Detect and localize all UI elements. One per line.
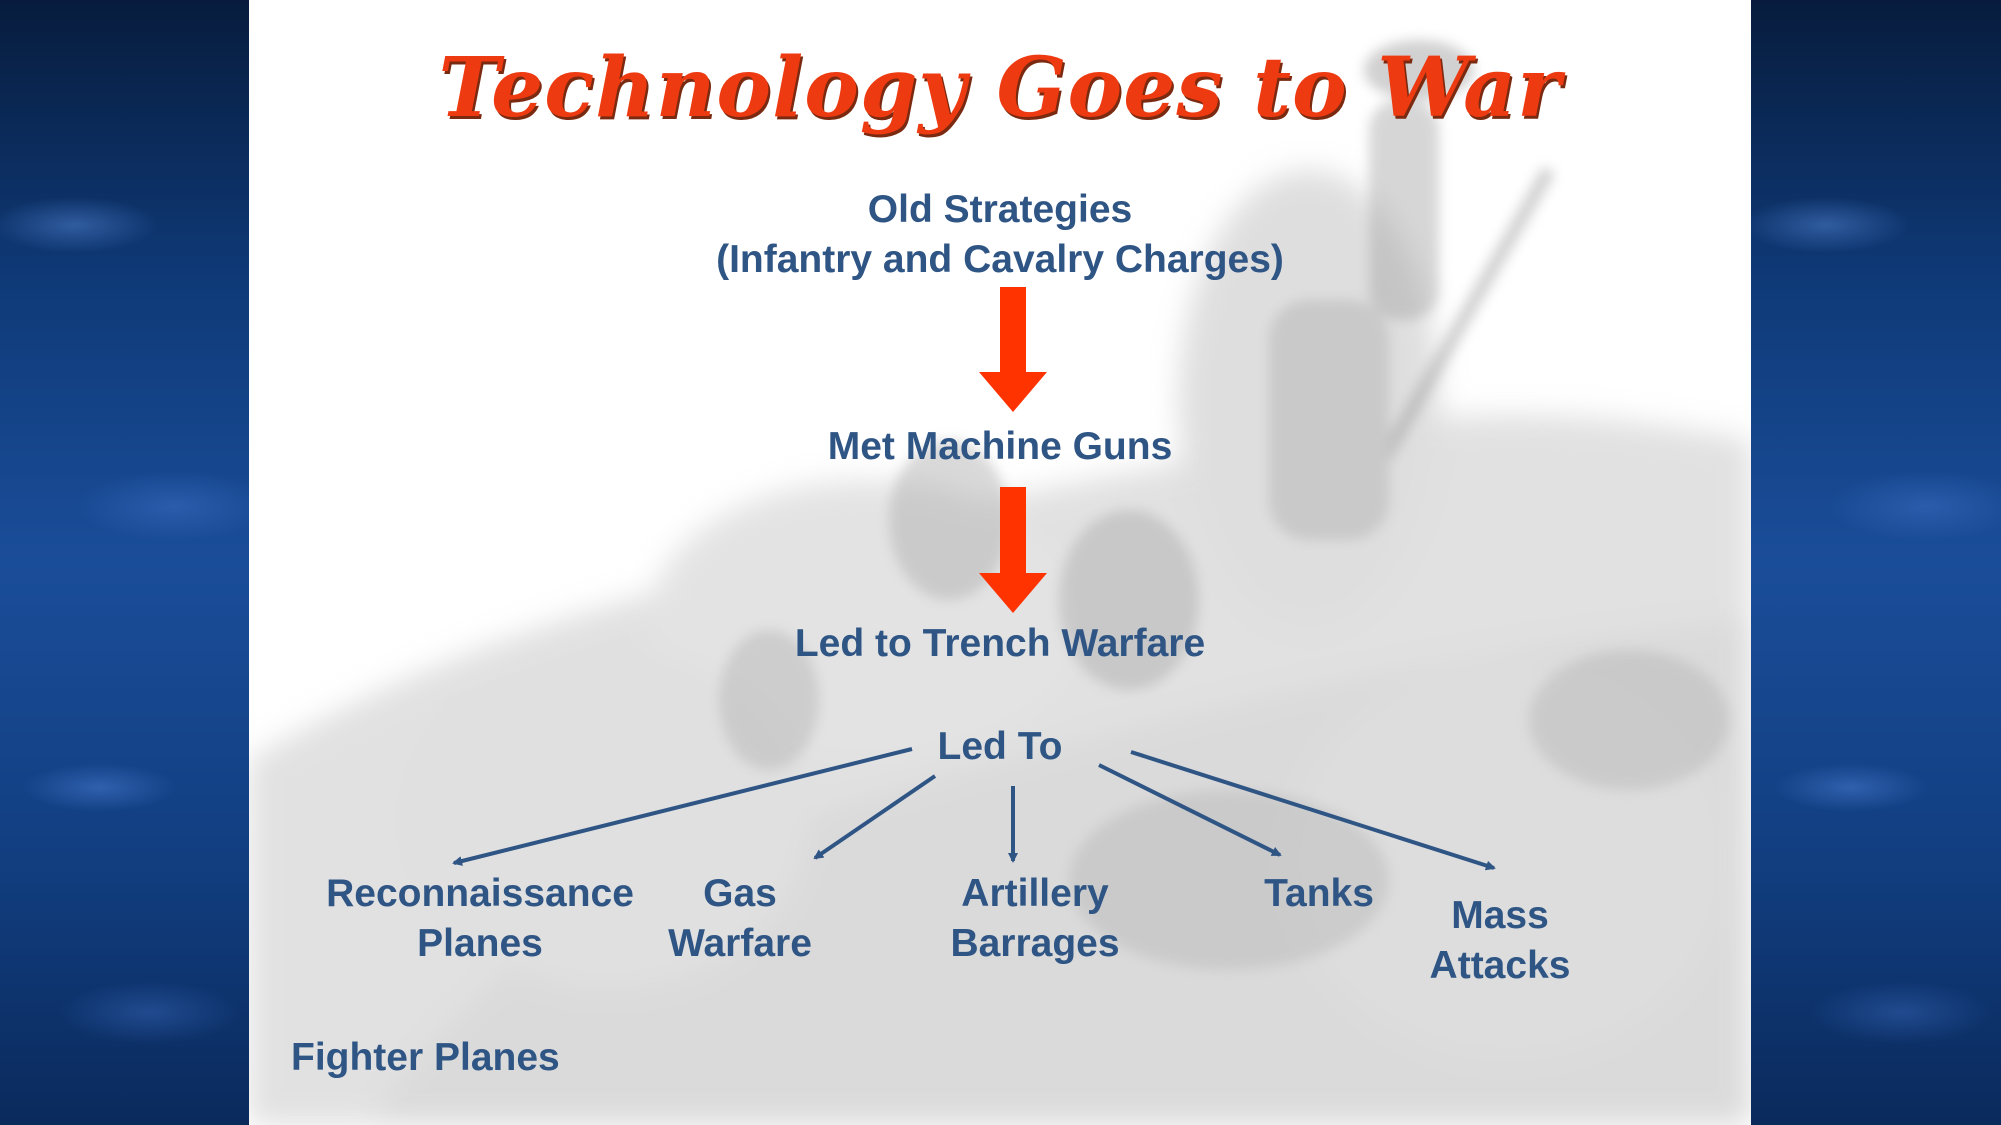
node-tanks: Tanks	[1264, 872, 1374, 915]
node-machine-guns: Met Machine Guns	[827, 425, 1173, 468]
arrow-to-gas-warfare	[813, 774, 937, 860]
arrow-to-tanks	[1098, 763, 1282, 857]
left-background-panel	[0, 0, 249, 1125]
faded-soldier-photo	[249, 40, 1751, 1125]
slide: Technology Goes to War Old Strategies (I…	[249, 0, 1751, 1125]
node-artillery-barrages: Artillery Barrages	[885, 869, 1185, 969]
node-mass-attacks-line1: Mass	[1451, 894, 1549, 937]
arrow-to-mass-attacks	[1130, 750, 1496, 871]
node-artillery-barrages-line2: Barrages	[950, 922, 1120, 965]
node-reconnaissance-planes-line1: Reconnaissance	[326, 872, 634, 915]
big-arrow-down-1	[979, 287, 1047, 412]
node-gas-warfare-line2: Warfare	[668, 922, 812, 965]
node-fighter-planes: Fighter Planes	[291, 1036, 560, 1079]
node-old-strategies: Old Strategies (Infantry and Cavalry Cha…	[600, 185, 1400, 285]
node-reconnaissance-planes-line2: Planes	[417, 922, 543, 965]
right-background-panel	[1751, 0, 2001, 1125]
slide-title: Technology Goes to War	[438, 40, 1562, 136]
flow-arrows	[452, 287, 1496, 871]
node-old-strategies-line1: Old Strategies	[867, 188, 1133, 231]
node-mass-attacks-line2: Attacks	[1429, 944, 1571, 987]
big-arrow-down-2	[979, 487, 1047, 613]
arrow-to-reconnaissance	[452, 747, 913, 866]
node-led-to: Led To	[937, 725, 1063, 768]
node-gas-warfare: Gas Warfare	[640, 869, 840, 969]
node-gas-warfare-line1: Gas	[703, 872, 777, 915]
node-trench-warfare: Led to Trench Warfare	[794, 622, 1206, 665]
node-artillery-barrages-line1: Artillery	[961, 872, 1109, 915]
node-reconnaissance-planes: Reconnaissance Planes	[280, 869, 680, 969]
node-mass-attacks: Mass Attacks	[1375, 891, 1625, 991]
node-old-strategies-line2: (Infantry and Cavalry Charges)	[716, 238, 1284, 281]
